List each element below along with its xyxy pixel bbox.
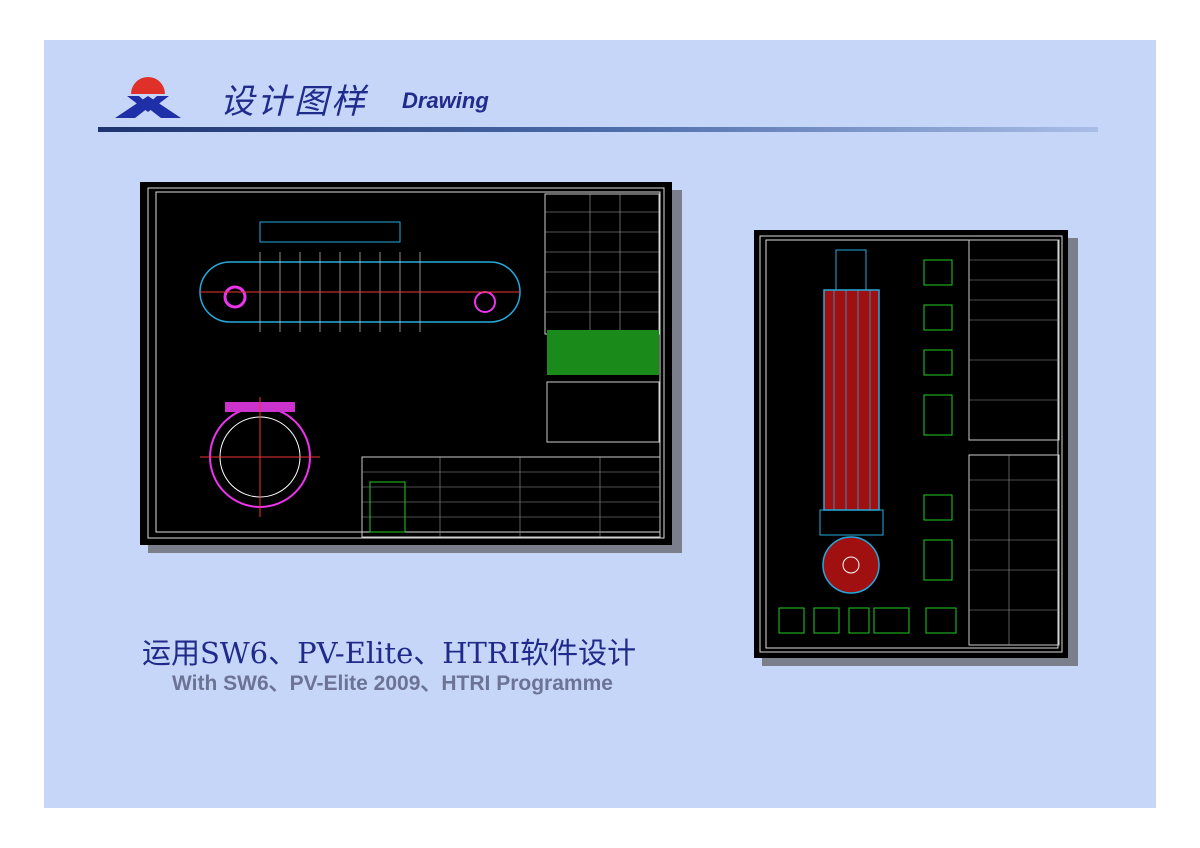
caption-english: With SW6、PV-Elite 2009、HTRI Programme	[172, 672, 613, 695]
header-divider	[98, 127, 1098, 132]
horizontal-vessel-drawing	[140, 182, 672, 545]
company-logo	[115, 77, 181, 118]
vertical-column-drawing	[754, 230, 1068, 658]
page-title-english: Drawing	[402, 88, 489, 113]
caption-chinese: 运用SW6、PV-Elite、HTRI软件设计	[142, 636, 637, 670]
page-title-chinese: 设计图样	[220, 82, 368, 122]
